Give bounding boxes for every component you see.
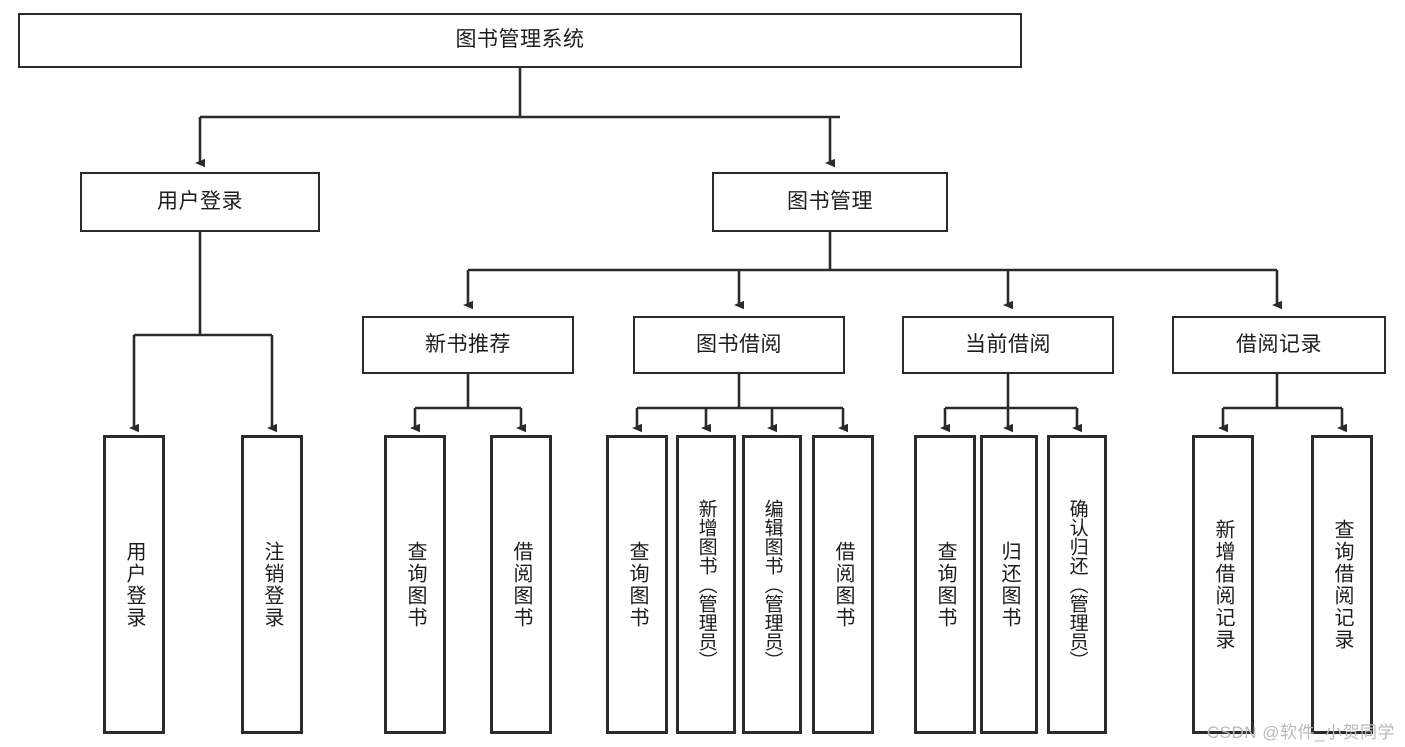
node-leaf-return-book[interactable]: 归还图书 <box>980 435 1038 734</box>
node-leaf-query-record[interactable]: 查询借阅记录 <box>1311 435 1373 734</box>
node-leaf-confirm-return[interactable]: 确认归还（管理员） <box>1047 435 1107 734</box>
node-new-book-recommend[interactable]: 新书推荐 <box>362 316 574 374</box>
node-book-borrow-label: 图书借阅 <box>696 332 782 356</box>
node-leaf-edit-book-label: 编辑图书（管理员） <box>761 499 783 670</box>
node-leaf-query-book-2-label: 查询图书 <box>626 540 648 629</box>
node-leaf-edit-book[interactable]: 编辑图书（管理员） <box>742 435 802 734</box>
node-current-borrow-label: 当前借阅 <box>965 332 1051 356</box>
node-new-book-recommend-label: 新书推荐 <box>425 332 511 356</box>
node-leaf-confirm-return-label: 确认归还（管理员） <box>1066 499 1088 670</box>
node-leaf-user-login[interactable]: 用户登录 <box>103 435 165 734</box>
node-root[interactable]: 图书管理系统 <box>18 13 1022 68</box>
node-leaf-add-record[interactable]: 新增借阅记录 <box>1192 435 1254 734</box>
node-leaf-user-logout[interactable]: 注销登录 <box>241 435 303 734</box>
node-book-borrow[interactable]: 图书借阅 <box>633 316 845 374</box>
node-borrow-record[interactable]: 借阅记录 <box>1172 316 1386 374</box>
node-leaf-query-book-1[interactable]: 查询图书 <box>384 435 446 734</box>
node-current-borrow[interactable]: 当前借阅 <box>902 316 1114 374</box>
node-leaf-borrow-book-2[interactable]: 借阅图书 <box>812 435 874 734</box>
node-leaf-query-book-1-label: 查询图书 <box>404 540 426 629</box>
node-leaf-query-book-3[interactable]: 查询图书 <box>914 435 976 734</box>
node-user-login[interactable]: 用户登录 <box>80 172 320 232</box>
node-leaf-add-book[interactable]: 新增图书（管理员） <box>676 435 736 734</box>
node-borrow-record-label: 借阅记录 <box>1236 332 1322 356</box>
node-leaf-query-book-3-label: 查询图书 <box>934 540 956 629</box>
node-leaf-query-book-2[interactable]: 查询图书 <box>606 435 668 734</box>
node-leaf-user-logout-label: 注销登录 <box>261 540 283 629</box>
node-user-login-label: 用户登录 <box>157 189 243 213</box>
node-leaf-add-record-label: 新增借阅记录 <box>1212 518 1234 651</box>
node-leaf-query-record-label: 查询借阅记录 <box>1331 518 1353 651</box>
node-leaf-borrow-book-2-label: 借阅图书 <box>832 540 854 629</box>
watermark-text: CSDN @软件_小贺同学 <box>1206 723 1395 742</box>
node-book-manage-label: 图书管理 <box>787 189 873 213</box>
node-leaf-return-book-label: 归还图书 <box>998 540 1020 629</box>
node-leaf-user-login-label: 用户登录 <box>123 540 145 629</box>
node-root-label: 图书管理系统 <box>455 28 585 52</box>
node-leaf-add-book-label: 新增图书（管理员） <box>695 499 717 670</box>
node-leaf-borrow-book-1-label: 借阅图书 <box>510 540 532 629</box>
node-leaf-borrow-book-1[interactable]: 借阅图书 <box>490 435 552 734</box>
node-book-manage[interactable]: 图书管理 <box>712 172 948 232</box>
